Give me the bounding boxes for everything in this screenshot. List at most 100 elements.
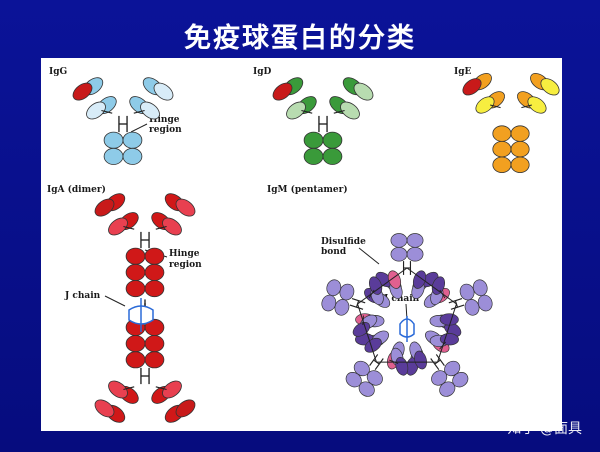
fc-domain (125, 247, 146, 265)
light-domain-vl (94, 198, 115, 217)
hinge-line (369, 354, 379, 366)
igg-antibody (72, 77, 174, 165)
light-domain-cl (368, 276, 383, 295)
iga-j-chain (128, 298, 154, 332)
light-domain-vl (153, 82, 174, 101)
hinge-line (430, 358, 440, 371)
light-domain-cl (108, 217, 128, 236)
light-domain-cl (162, 217, 182, 236)
iga-dimer (94, 193, 196, 423)
pentamer-ring (356, 267, 458, 363)
fc-domain (492, 141, 512, 158)
label-hinge-iga-1: Hinge (169, 249, 200, 259)
antibody-monomer (321, 270, 403, 353)
interchain-bond (155, 386, 167, 391)
light-domain-cl (108, 380, 128, 399)
fc-domain (321, 294, 337, 312)
label-jchain-iga: J chain (64, 291, 101, 301)
antibody-monomer (94, 193, 196, 313)
label-disulfide-1: Disulfide (321, 237, 366, 247)
light-domain-cl (340, 101, 360, 120)
slide-title: 免疫球蛋白的分类 (184, 23, 416, 54)
light-domain-cl (352, 322, 370, 337)
light-domain-vl (175, 399, 196, 418)
interchain-bond (133, 109, 145, 114)
fc-domain (406, 246, 424, 262)
fc-domain (125, 335, 146, 353)
fc-domain (144, 280, 165, 298)
igm-j-chain (399, 316, 415, 342)
label-hinge-igg-2: region (149, 125, 182, 135)
light-domain-vl (72, 82, 93, 101)
hinge-line (450, 304, 465, 310)
label-iga: IgA (dimer) (47, 184, 106, 195)
fc-domain (144, 247, 165, 265)
label-igg: IgG (49, 67, 67, 77)
watermark: 知乎 @面具 (507, 421, 582, 437)
fc-domain (358, 381, 375, 397)
fc-domain (492, 156, 512, 173)
fc-domain (510, 141, 530, 158)
fc-domain (303, 147, 324, 165)
light-domain-cl (527, 96, 547, 114)
interchain-bond (123, 225, 135, 230)
disulfide-pointer (358, 247, 380, 265)
interchain-bond (123, 386, 135, 391)
label-hinge-iga-2: region (169, 260, 202, 270)
fc-domain (510, 156, 530, 173)
interchain-bond (101, 109, 113, 114)
fc-domain (125, 263, 146, 281)
light-domain-vl (540, 78, 560, 96)
fc-domain (322, 147, 343, 165)
antibody-monomer (272, 77, 374, 165)
label-disulfide-2: bond (321, 247, 347, 257)
light-domain-cl (86, 101, 106, 120)
fc-domain (144, 263, 165, 281)
light-domain-vl (272, 82, 293, 101)
light-domain-vl (353, 82, 374, 101)
diagram-panel: IgG IgD IgE IgA (dimer) IgM (pentamer) H… (41, 58, 562, 431)
fc-domain (144, 335, 165, 353)
label-ige: IgE (454, 67, 472, 77)
label-hinge-igg-1: Hinge (149, 115, 180, 125)
label-igd: IgD (253, 67, 272, 77)
fc-domain (144, 351, 165, 369)
light-domain-vl (462, 78, 482, 96)
fc-domain (472, 279, 488, 297)
light-domain-vl (439, 313, 459, 326)
hinge-line (448, 297, 463, 304)
antibody-monomer (94, 303, 196, 423)
jchain-iga-pointer (104, 295, 126, 307)
interchain-bond (490, 104, 501, 109)
light-domain-cl (286, 101, 306, 120)
fc-domain (492, 125, 512, 142)
label-igm: IgM (pentamer) (267, 184, 348, 195)
ige-antibody (462, 73, 560, 173)
hinge-line (374, 358, 384, 371)
fc-domain (303, 131, 324, 149)
interchain-bond (333, 109, 345, 114)
hinge-line (351, 297, 366, 304)
antibody-monomer (72, 77, 174, 165)
label-jchain-igm: J chain (383, 294, 420, 304)
immunoglobulin-diagram: IgG IgD IgE IgA (dimer) IgM (pentamer) H… (47, 67, 560, 423)
fc-domain (510, 125, 530, 142)
fc-domain (452, 372, 469, 388)
fc-domain (406, 233, 424, 248)
fc-domain (122, 131, 143, 149)
fc-domain (322, 131, 343, 149)
hinge-igg-pointer (130, 123, 148, 133)
light-domain-vl (94, 399, 115, 418)
light-domain-cl (439, 333, 459, 346)
light-domain-cl (162, 380, 182, 399)
hinge-line (435, 354, 445, 366)
interchain-bond (301, 109, 313, 114)
interchain-bond (521, 104, 532, 109)
light-domain-vl (175, 198, 196, 217)
fc-domain (103, 147, 124, 165)
fc-domain (390, 246, 408, 262)
light-domain-cl (475, 96, 495, 114)
igm-pentamer (321, 233, 493, 397)
igd-antibody (272, 77, 374, 165)
